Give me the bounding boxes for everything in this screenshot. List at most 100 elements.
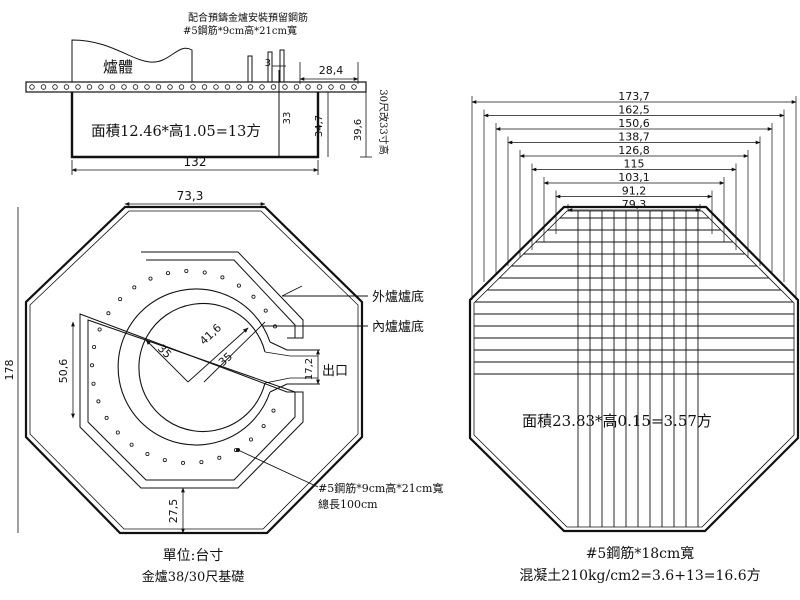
outer-octagon xyxy=(24,205,364,535)
width-dim-label: 173,7 xyxy=(618,90,650,103)
slab-hole xyxy=(167,84,173,90)
slab-hole xyxy=(316,84,323,90)
outlet-label: 出口 xyxy=(322,364,348,379)
slab-hole xyxy=(236,84,242,90)
ring-dot xyxy=(271,408,276,413)
ring-dot xyxy=(199,460,204,465)
slab-hole xyxy=(339,84,346,90)
ring-dot xyxy=(184,268,189,273)
ring-dot xyxy=(145,451,150,456)
ring-dot xyxy=(162,458,167,463)
dim-17-2: 17,2 xyxy=(304,358,315,380)
ring-dot xyxy=(92,344,97,349)
ring-dot xyxy=(261,424,266,429)
outer-octagon-inner-edge xyxy=(29,210,359,530)
dim-132: 132 xyxy=(184,155,207,169)
ring-dot xyxy=(104,415,109,420)
ring-dot xyxy=(217,455,222,460)
slab-hole xyxy=(98,84,104,90)
width-dim-label: 103,1 xyxy=(618,171,650,184)
inner-ring-outer xyxy=(117,288,271,446)
outer-base-label: 外爐爐底 xyxy=(372,289,424,305)
section-area-formula: 面積12.46*高1.05=13方 xyxy=(91,123,261,140)
right-plan-view: 173,7162,5150,6138,7126,8115103,191,279,… xyxy=(468,90,800,584)
width-dim-label: 126,8 xyxy=(618,144,650,157)
radius-line-35b xyxy=(187,327,249,383)
dim-39-6: 39,6 xyxy=(353,119,364,141)
slab-hole xyxy=(305,84,311,90)
ring-dot xyxy=(165,271,170,276)
slab-holes xyxy=(29,84,357,90)
section-view: 配合預鑄金爐安裝預留鋼筋 #5鋼筋*9cm高*21cm寬 爐體 3 33 28,… xyxy=(25,11,390,175)
foundation-label: 金爐38/30尺基礎 xyxy=(142,569,244,585)
rebar-spec-line2: 總長100cm xyxy=(318,497,378,511)
slab-hole xyxy=(63,84,70,90)
ring-dot xyxy=(96,399,101,404)
outer-furnace-base-inner xyxy=(87,259,296,481)
concrete-spec: 混凝土210kg/cm2=3.6+13=16.6方 xyxy=(519,568,760,584)
ring-dot xyxy=(132,285,137,290)
ring-dot xyxy=(236,283,241,288)
slab-hole xyxy=(270,84,277,90)
side-note: 30尺改33寸高 xyxy=(377,89,390,154)
dim-27-5: 27,5 xyxy=(167,499,180,524)
dim-34-7: 34,7 xyxy=(314,115,325,137)
grid-area-formula: 面積23.83*高0.15=3.57方 xyxy=(522,412,712,430)
slab-hole xyxy=(52,84,58,90)
width-dimension-stack: 173,7162,5150,6138,7126,8115103,191,279,… xyxy=(471,90,797,300)
dim-73-3: 73,3 xyxy=(177,189,204,203)
rebar-stub-1 xyxy=(247,55,253,82)
slab-hole xyxy=(86,84,93,90)
slab-hole xyxy=(282,84,288,90)
width-dim-label: 138,7 xyxy=(618,131,650,144)
ring-dot xyxy=(202,270,207,275)
ring-dot xyxy=(90,363,95,368)
slab-hole xyxy=(201,84,208,90)
ring-dot xyxy=(106,311,111,316)
ring-dot xyxy=(148,276,153,281)
slab-hole xyxy=(351,84,357,90)
ring-dot xyxy=(180,460,185,465)
ring-dot xyxy=(91,381,96,386)
ring-dot xyxy=(97,327,102,332)
slab-hole xyxy=(109,84,116,90)
slab-hole xyxy=(259,84,265,90)
width-dim-label: 79,3 xyxy=(622,198,647,211)
slab-hole xyxy=(132,84,139,90)
slab-hole xyxy=(328,84,334,90)
rebar-dot-ring xyxy=(90,268,277,465)
leader-rebar xyxy=(237,449,319,488)
dim-178: 178 xyxy=(3,360,16,381)
section-note-line2: #5鋼筋*9cm高*21cm寬 xyxy=(183,24,297,37)
left-plan-view: 73,3 35 41,6 35 178 50,6 17,2 出口 xyxy=(3,189,443,585)
slab-hole xyxy=(293,84,300,90)
grid-rebar-spec: #5鋼筋*18cm寬 xyxy=(586,545,695,562)
dim-35a: 35 xyxy=(155,342,174,361)
dim-50-6: 50,6 xyxy=(57,359,70,384)
ring-dot xyxy=(118,297,123,302)
ring-dot xyxy=(115,430,120,435)
radius-line-35a xyxy=(145,339,189,383)
rebar-spec-line1: #5鋼筋*9cm高*21cm寬 xyxy=(318,481,443,495)
dim-33: 33 xyxy=(282,112,293,125)
slab-hole xyxy=(224,84,231,90)
ring-dot xyxy=(248,437,253,442)
width-dim-label: 150,6 xyxy=(618,117,650,130)
rebar-octagon-inner-edge xyxy=(473,210,795,528)
ring-dot xyxy=(129,442,134,447)
unit-label: 單位:台寸 xyxy=(163,548,224,564)
outlet-channel xyxy=(269,341,320,393)
furnace-body-outline xyxy=(71,39,193,82)
inner-ring-inner xyxy=(138,302,266,433)
slab-hole xyxy=(247,84,254,90)
slab-hole xyxy=(190,84,196,90)
rebar-octagon xyxy=(468,205,800,533)
ring-dot xyxy=(251,294,256,299)
inner-base-label: 內爐爐底 xyxy=(372,319,424,335)
width-dim-label: 115 xyxy=(624,158,645,171)
slab-hole xyxy=(121,84,127,90)
rebar-horizontal-bars xyxy=(474,217,794,375)
outer-furnace-base xyxy=(79,251,304,489)
width-dim-label: 162,5 xyxy=(618,104,650,117)
section-note-line1: 配合預鑄金爐安裝預留鋼筋 xyxy=(188,11,308,24)
